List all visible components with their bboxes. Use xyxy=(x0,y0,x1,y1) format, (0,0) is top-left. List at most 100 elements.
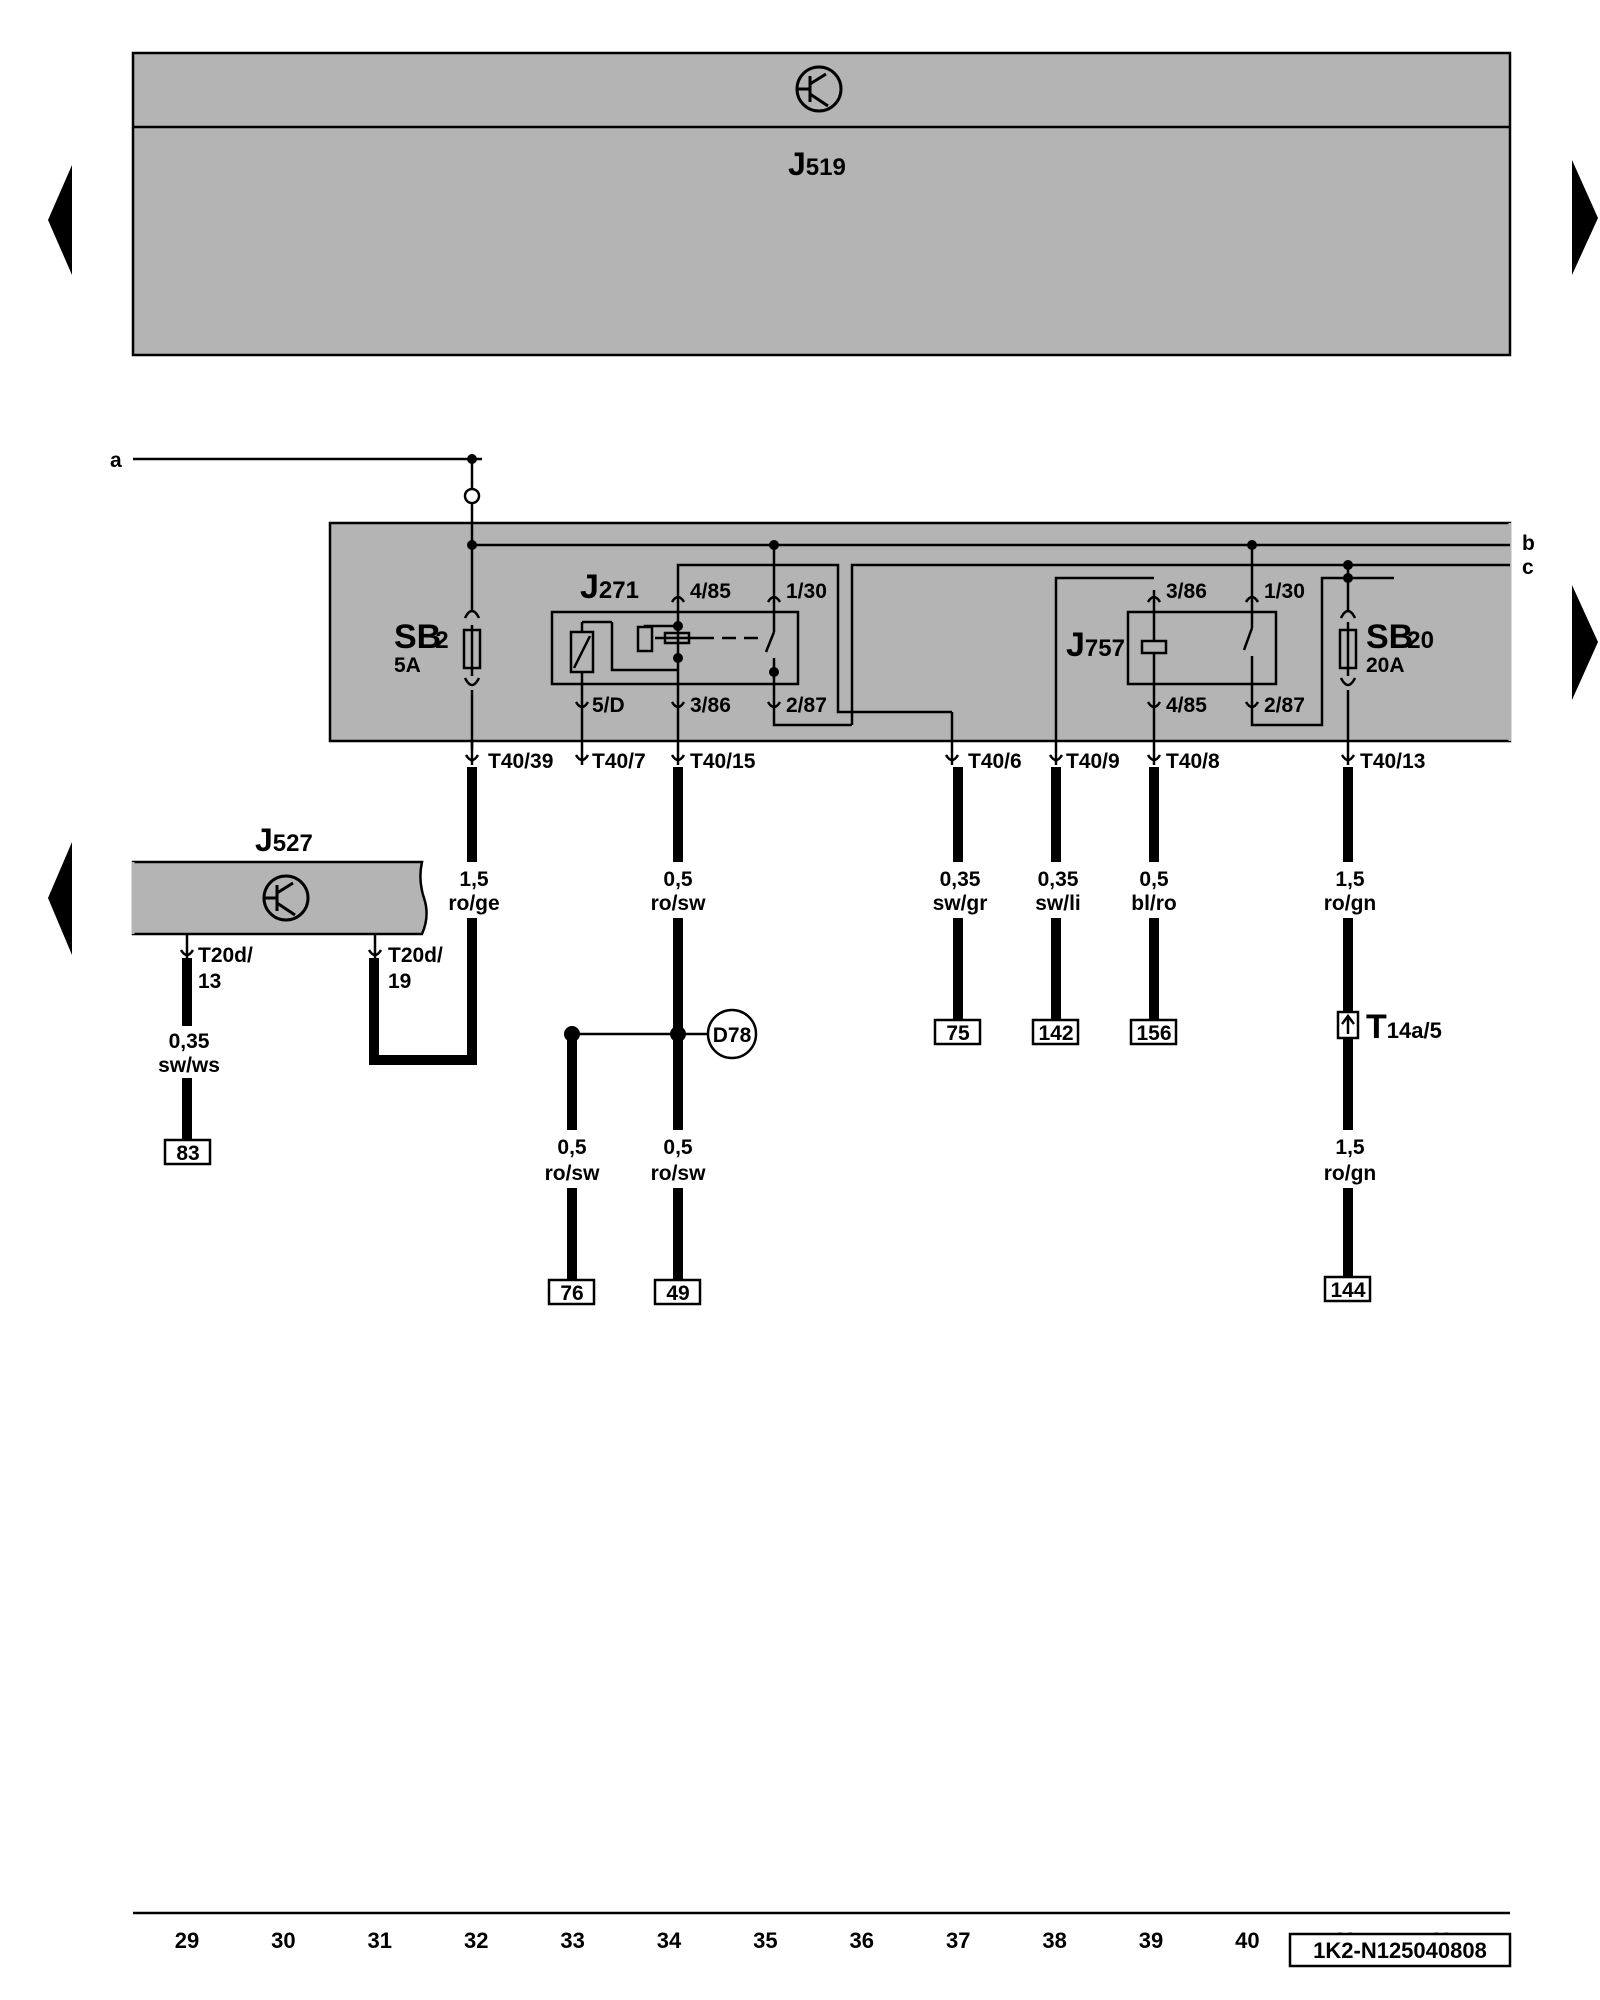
column-number: 38 xyxy=(1042,1928,1066,1953)
ref-76[interactable]: 76 xyxy=(560,1282,583,1305)
column-numbers: 2930313233343536373839404142 xyxy=(175,1928,1453,1953)
column-number: 37 xyxy=(946,1928,970,1953)
electronic-component-icon xyxy=(262,874,310,922)
conn-t20d-13-b: 13 xyxy=(198,970,221,993)
line-a-label: a xyxy=(110,449,122,472)
column-number: 31 xyxy=(368,1928,392,1953)
wire-w5-size: 0,5 xyxy=(1139,868,1169,891)
fuse-sb20: SB20 20A xyxy=(1338,565,1434,750)
column-number: 29 xyxy=(175,1928,199,1953)
column-number: 40 xyxy=(1235,1928,1259,1953)
j271-pin-5: 5/D xyxy=(592,694,625,717)
j519-sub: 519 xyxy=(806,154,846,181)
line-c-label: c xyxy=(1522,556,1534,579)
wire-w7-size: 0,35 xyxy=(169,1030,210,1053)
wire-w2-color: ro/sw xyxy=(651,892,707,915)
wire-w6-size: 1,5 xyxy=(1335,868,1365,891)
sb20-label: SB xyxy=(1366,618,1413,656)
j757-pin-4: 4/85 xyxy=(1166,694,1207,717)
harness-wires: 1,5 ro/ge 0,5 ro/sw 0,35 sw/gr 0,35 sw/l… xyxy=(158,767,1376,1280)
relay-j271: J271 4/85 1/ xyxy=(550,545,952,750)
conn-t40-13: T40/13 xyxy=(1360,750,1425,773)
column-number: 32 xyxy=(464,1928,488,1953)
conn-t40-9: T40/9 xyxy=(1066,750,1120,773)
wire-w1-size: 1,5 xyxy=(459,868,489,891)
wire-w8-size: 0,5 xyxy=(557,1136,587,1159)
sb2-rating: 5A xyxy=(394,654,421,677)
fuse-sb2: SB2 5A xyxy=(394,545,482,750)
control-module-j519: J519 xyxy=(131,51,1512,357)
conn-t20d-19-a: T20d/ xyxy=(388,944,443,967)
j757-pin-2: 2/87 xyxy=(1264,694,1305,717)
conn-t40-15: T40/15 xyxy=(690,750,756,773)
line-b-label: b xyxy=(1522,532,1535,555)
junction-d78-label: D78 xyxy=(713,1024,752,1047)
conn-t40-39: T40/39 xyxy=(488,750,553,773)
j527-label: J xyxy=(255,822,273,858)
wire-w6-color: ro/gn xyxy=(1324,892,1377,915)
wire-w4-size: 0,35 xyxy=(1038,868,1079,891)
ref-156[interactable]: 156 xyxy=(1136,1022,1171,1045)
junction-d78: D78 xyxy=(564,1008,758,1060)
j271-sub: 271 xyxy=(599,577,639,604)
sb2-sub: 2 xyxy=(435,627,448,654)
wire-w8-color: ro/sw xyxy=(545,1162,601,1185)
wire-w3-color: sw/gr xyxy=(933,892,988,915)
conn-t40-7: T40/7 xyxy=(592,750,646,773)
j757-pin-1: 1/30 xyxy=(1264,580,1305,603)
electronic-component-icon xyxy=(795,65,843,113)
sb2-label: SB xyxy=(394,618,441,656)
column-number: 34 xyxy=(657,1928,682,1953)
page-next-arrow-mid[interactable] xyxy=(1572,585,1598,700)
conn-t20d-13-a: T20d/ xyxy=(198,944,253,967)
relay-carrier-panel xyxy=(328,521,1512,743)
wire-w7-color: sw/ws xyxy=(158,1054,220,1077)
conn-t20d-19-b: 19 xyxy=(388,970,411,993)
ref-83[interactable]: 83 xyxy=(176,1142,199,1165)
ref-142[interactable]: 142 xyxy=(1038,1022,1073,1045)
line-a: a xyxy=(110,449,482,545)
page-prev-arrow-bottom[interactable] xyxy=(48,842,72,955)
svg-text:T14a/5: T14a/5 xyxy=(1366,1008,1442,1046)
wire-w4-color: sw/li xyxy=(1035,892,1081,915)
reference-boxes: 83 75 142 156 76 49 144 xyxy=(163,1018,1372,1306)
wire-w1-color: ro/ge xyxy=(448,892,499,915)
wire-w3-size: 0,35 xyxy=(940,868,981,891)
j757-pin-3: 3/86 xyxy=(1166,580,1207,603)
svg-text:J527: J527 xyxy=(255,822,313,858)
column-number: 30 xyxy=(271,1928,295,1953)
j271-label: J xyxy=(580,568,599,606)
j271-pin-4: 4/85 xyxy=(690,580,731,603)
t14a-label: T xyxy=(1366,1008,1387,1046)
wire-w10-color: ro/gn xyxy=(1324,1162,1377,1185)
module-j527: J527 T20d/ 13 T20d/ 19 xyxy=(131,822,443,993)
bus-line-b: b xyxy=(467,532,1535,555)
j271-pin-3: 3/86 xyxy=(690,694,731,717)
wire-w10-size: 1,5 xyxy=(1335,1136,1365,1159)
ref-49[interactable]: 49 xyxy=(666,1282,689,1305)
svg-text:SB20: SB20 xyxy=(1366,618,1434,656)
doc-number: 1K2-N125040808 xyxy=(1313,1938,1487,1963)
j527-sub: 527 xyxy=(273,830,313,857)
j757-label: J xyxy=(1066,626,1085,664)
svg-text:SB2: SB2 xyxy=(394,618,449,656)
svg-text:J519: J519 xyxy=(788,146,846,182)
j519-label: J xyxy=(788,146,806,182)
wire-w9-size: 0,5 xyxy=(663,1136,693,1159)
ref-75[interactable]: 75 xyxy=(946,1022,970,1045)
sb20-sub: 20 xyxy=(1407,627,1434,654)
doc-number-box: 1K2-N125040808 xyxy=(1288,1932,1512,1968)
page-prev-arrow-top[interactable] xyxy=(48,165,72,275)
svg-text:J271: J271 xyxy=(580,568,639,606)
j757-sub: 757 xyxy=(1085,635,1125,662)
t14a-sub: 14a/5 xyxy=(1387,1018,1442,1043)
conn-t40-8: T40/8 xyxy=(1166,750,1220,773)
wire-w9-color: ro/sw xyxy=(651,1162,707,1185)
page-next-arrow-top[interactable] xyxy=(1572,160,1598,275)
wire-w2-size: 0,5 xyxy=(663,868,693,891)
svg-text:J757: J757 xyxy=(1066,626,1125,664)
column-number: 39 xyxy=(1139,1928,1163,1953)
column-number: 35 xyxy=(753,1928,777,1953)
ref-144[interactable]: 144 xyxy=(1330,1279,1365,1302)
